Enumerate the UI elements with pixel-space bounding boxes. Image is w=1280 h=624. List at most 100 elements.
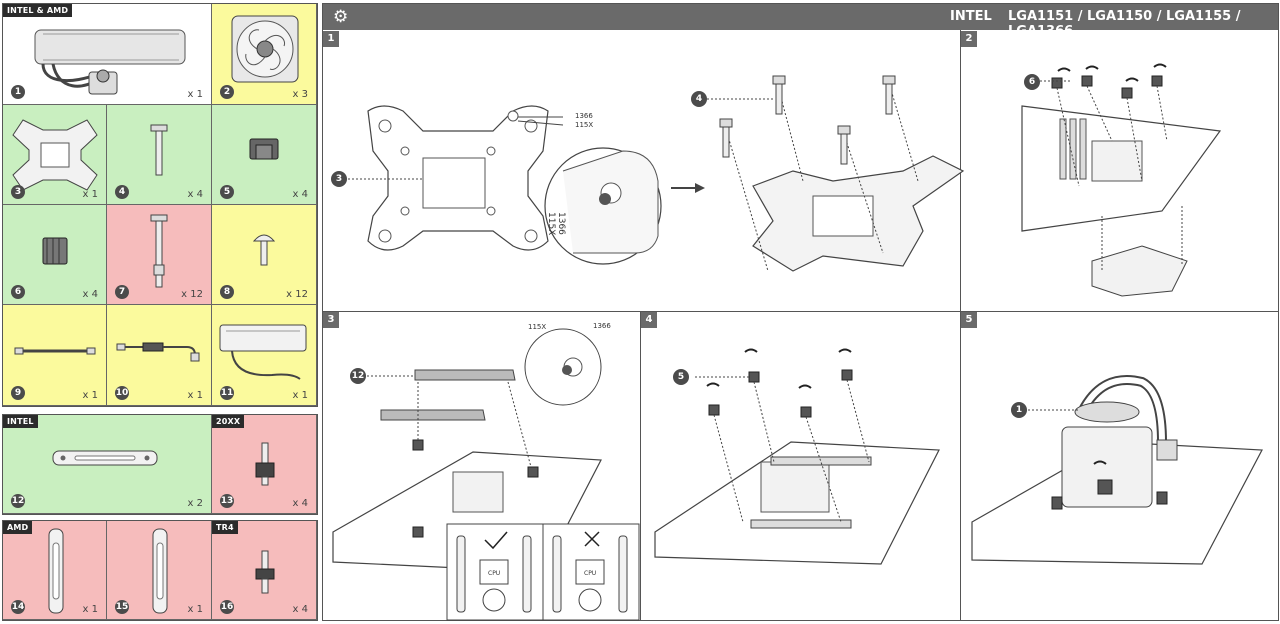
step-number-5: 5	[961, 312, 977, 328]
step3-label-1366: 1366	[593, 322, 611, 330]
panel-divider-horizontal	[323, 311, 1278, 312]
extension-cable-illustration	[14, 347, 96, 355]
part-quantity: x 1	[82, 604, 98, 615]
group-label-20xx: 20XX	[212, 415, 245, 428]
part-quantity: x 4	[292, 604, 308, 615]
part-cell-bracket-intel: INTEL 12 x 2	[3, 415, 212, 514]
part-number: 11	[220, 386, 234, 400]
hub-illustration	[219, 324, 307, 380]
part-number: 16	[220, 600, 234, 614]
part-quantity: x 4	[292, 189, 308, 200]
panel-divider-vertical-bottom-1	[640, 312, 641, 621]
part-quantity: x 12	[286, 289, 308, 300]
part-number: 4	[115, 185, 129, 199]
part-quantity: x 2	[187, 498, 203, 509]
part-cell-fan-screw: 8 x 12	[212, 205, 317, 305]
callout-4: 4	[691, 91, 707, 107]
cpu-label-incorrect: CPU	[584, 570, 597, 577]
part-cell-radiator: INTEL & AMD 1 x 1	[3, 4, 212, 105]
part-cell-standoff-screw: 4 x 4	[107, 105, 212, 205]
part-number: 15	[115, 600, 129, 614]
part-number: 6	[11, 285, 25, 299]
part-quantity: x 1	[292, 390, 308, 401]
standoff-screw-illustration	[150, 124, 168, 176]
parts-group-amd	[2, 520, 318, 621]
part-cell-tr4-standoff: TR4 16 x 4	[212, 521, 317, 620]
part-number: 3	[11, 185, 25, 199]
part-cell-fan: 2 x 3	[212, 4, 317, 105]
part-number: 2	[220, 85, 234, 99]
part-quantity: x 3	[292, 89, 308, 100]
part-cell-thumb-nut: 6 x 4	[3, 205, 107, 305]
part-number: 10	[115, 386, 129, 400]
thumb-nut-illustration	[42, 237, 68, 265]
group-label-intel-amd: INTEL & AMD	[3, 4, 73, 17]
panel-divider-vertical-bottom-2	[960, 312, 961, 621]
part-cell-long-screw: 7 x 12	[107, 205, 212, 305]
part-cell-nut: 5 x 4	[212, 105, 317, 205]
step4-nut-install-diagram	[654, 348, 940, 565]
instructions-panel	[322, 3, 1279, 621]
part-quantity: x 4	[292, 498, 308, 509]
part-cell-amd-bracket-15: 15 x 1	[107, 521, 212, 620]
gear-icon: ⚙	[333, 7, 349, 27]
step-number-2: 2	[961, 31, 977, 47]
long-screw-illustration	[150, 214, 168, 288]
part-number: 7	[115, 285, 129, 299]
part-quantity: x 1	[187, 390, 203, 401]
part-quantity: x 1	[187, 604, 203, 615]
part-number: 8	[220, 285, 234, 299]
step3-bracket-install-diagram	[332, 328, 640, 621]
part-number: 5	[220, 185, 234, 199]
parts-group-intel-amd	[2, 3, 318, 407]
group-label-amd: AMD	[3, 521, 33, 534]
cpu-label-correct: CPU	[488, 570, 501, 577]
splitter-cable-illustration	[116, 342, 200, 362]
part-cell-cable-9: 9 x 1	[3, 305, 107, 406]
part-cell-cable-10: 10 x 1	[107, 305, 212, 406]
part-quantity: x 1	[82, 390, 98, 401]
20xx-standoff-illustration	[255, 442, 275, 486]
parts-group-intel	[2, 414, 318, 515]
step3-label-115x: 115X	[528, 323, 547, 331]
amd-bracket-illustration	[152, 528, 168, 614]
part-quantity: x 1	[187, 89, 203, 100]
group-label-intel: INTEL	[3, 415, 38, 428]
socket-label-1366: 1366	[575, 112, 593, 120]
step-number-3: 3	[323, 312, 339, 328]
part-number: 1	[11, 85, 25, 99]
step-number-4: 4	[641, 312, 657, 328]
tr4-standoff-illustration	[255, 550, 275, 594]
instructions-header: ⚙ INTEL LGA1151 / LGA1150 / LGA1155 / LG…	[323, 4, 1278, 39]
callout-1: 1	[1011, 402, 1027, 418]
sockets-title: LGA1151 / LGA1150 / LGA1155 / LGA1366	[1008, 9, 1241, 39]
backplate-marking-1366: 1366	[556, 212, 566, 235]
part-quantity: x 12	[181, 289, 203, 300]
part-number: 12	[11, 494, 25, 508]
fan-screw-illustration	[252, 234, 276, 266]
part-cell-amd-bracket-14: AMD 14 x 1	[3, 521, 107, 620]
part-quantity: x 1	[82, 189, 98, 200]
callout-3: 3	[331, 171, 347, 187]
part-cell-backplate: 3 x 1	[3, 105, 107, 205]
part-number: 13	[220, 494, 234, 508]
callout-6: 6	[1024, 74, 1040, 90]
part-cell-hub: 11 x 1	[212, 305, 317, 406]
nut-illustration	[249, 138, 279, 160]
step1-backplate-diagram	[348, 75, 965, 272]
step2-motherboard-diagram	[1021, 63, 1222, 297]
platform-title: INTEL	[950, 9, 992, 24]
intel-bracket-illustration	[52, 450, 158, 466]
callout-12: 12	[350, 368, 366, 384]
amd-bracket-illustration	[48, 528, 64, 614]
socket-label-115x: 115X	[575, 121, 594, 129]
part-number: 14	[11, 600, 25, 614]
radiator-pump-illustration	[34, 29, 186, 95]
part-cell-20xx-standoff: 20XX 13 x 4	[212, 415, 317, 514]
part-number: 9	[11, 386, 25, 400]
backplate-illustration	[12, 119, 98, 191]
part-quantity: x 4	[82, 289, 98, 300]
part-quantity: x 4	[187, 189, 203, 200]
step-number-1: 1	[323, 31, 339, 47]
group-label-tr4: TR4	[212, 521, 238, 534]
